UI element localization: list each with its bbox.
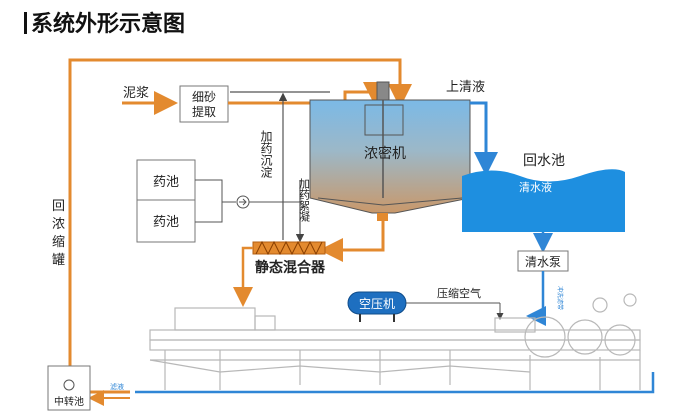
return-tank-label-1: 回 — [52, 199, 65, 214]
thickener-label: 浓密机 — [364, 145, 406, 162]
mixer-to-press-line — [233, 246, 253, 307]
underflow-line — [319, 221, 385, 262]
return-pool-label: 回水池 — [523, 153, 565, 169]
belt-filter-press — [149, 293, 641, 390]
transfer-tank-label: 中转池 — [54, 395, 84, 408]
return-tank-label-2: 浓 — [52, 217, 65, 232]
title-bar — [24, 12, 27, 34]
thickener-outlet — [377, 213, 388, 221]
page-title: 系统外形示意图 — [24, 6, 185, 38]
title-text: 系统外形示意图 — [31, 12, 186, 37]
add-flocculant-label: 加药沉淀 — [259, 130, 273, 179]
thickener-tank — [309, 99, 471, 214]
chemical-tank-1-label: 药池 — [153, 175, 179, 190]
thickener-rake-2 — [382, 197, 463, 206]
sand-removal-label-1: 细砂 — [192, 90, 216, 104]
filtrate-line — [135, 372, 655, 394]
clear-pump-label: 清水泵 — [525, 255, 561, 269]
chemical-tank-2 — [136, 199, 196, 243]
static-mixer-label: 静态混合器 — [255, 259, 326, 276]
mud-inlet-label: 泥浆 — [123, 86, 149, 101]
clear-water-label: 清水液 — [519, 180, 552, 194]
thickener-feedwell — [364, 104, 404, 136]
supernatant-line — [470, 101, 498, 176]
return-tank-label-3: 缩 — [52, 234, 65, 250]
air-compressor-label: 空压机 — [359, 297, 395, 311]
compressed-air-label: 压缩空气 — [437, 286, 481, 300]
sand-removal-box — [179, 85, 229, 123]
add-dewater-label: 加药絮凝 — [298, 178, 311, 223]
chemical-tank-1 — [136, 159, 196, 201]
supernatant-label: 上清液 — [446, 80, 485, 95]
tank-link-line — [195, 179, 223, 223]
return-pool-water — [462, 169, 625, 232]
thickener-drive — [376, 81, 390, 101]
pump-to-press-line — [526, 271, 546, 326]
rinse-label: 冲洗滤带 — [556, 286, 564, 310]
sand-to-thickener-line — [228, 82, 387, 106]
dosing-pump-arrow-icon — [239, 198, 247, 206]
static-mixer-pattern — [255, 240, 323, 256]
return-tank-label-4: 罐 — [52, 253, 65, 268]
sand-removal-label-2: 提取 — [192, 104, 216, 119]
filtrate-label: 滤液 — [110, 382, 124, 391]
chemical-tank-2-label: 药池 — [153, 215, 179, 230]
transfer-pump-icon — [63, 379, 75, 391]
thickener-rake — [317, 197, 384, 206]
